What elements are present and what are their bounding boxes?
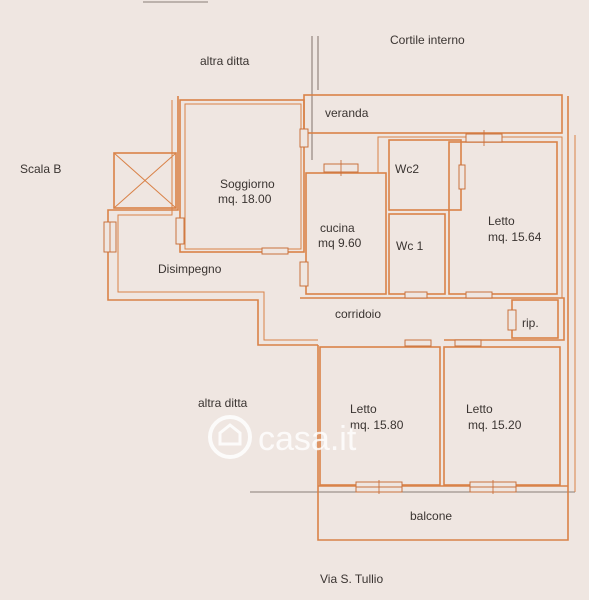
label-altra-ditta-top: altra ditta: [200, 54, 250, 68]
room-labels: Cortile interno altra ditta veranda Scal…: [20, 33, 542, 586]
label-veranda: veranda: [325, 106, 369, 120]
watermark-text: casa.it: [258, 420, 357, 458]
label-cucina: cucina: [320, 221, 355, 235]
label-letto-3-area: mq. 15.20: [468, 418, 522, 432]
label-wc2: Wc2: [395, 162, 419, 176]
watermark-logo-icon: [208, 415, 252, 459]
label-letto-2: Letto: [350, 402, 377, 416]
label-cucina-area: mq 9.60: [318, 236, 362, 250]
label-letto-1-area: mq. 15.64: [488, 230, 542, 244]
label-balcone: balcone: [410, 509, 452, 523]
label-letto-2-area: mq. 15.80: [350, 418, 404, 432]
label-altra-ditta-bottom: altra ditta: [198, 396, 248, 410]
label-disimpegno: Disimpegno: [158, 262, 222, 276]
label-letto-1: Letto: [488, 214, 515, 228]
label-cortile-interno: Cortile interno: [390, 33, 465, 47]
label-soggiorno: Soggiorno: [220, 177, 275, 191]
exterior-lines: [250, 36, 575, 493]
label-rip: rip.: [522, 316, 539, 330]
label-wc1: Wc 1: [396, 239, 424, 253]
label-scala-b: Scala B: [20, 162, 61, 176]
watermark: casa.it: [208, 415, 357, 459]
label-letto-3: Letto: [466, 402, 493, 416]
openings: [103, 128, 517, 494]
label-street: Via S. Tullio: [320, 572, 383, 586]
label-soggiorno-area: mq. 18.00: [218, 192, 272, 206]
watermark-house-icon: [218, 423, 242, 446]
walls: [107, 94, 576, 541]
label-corridoio: corridoio: [335, 307, 381, 321]
